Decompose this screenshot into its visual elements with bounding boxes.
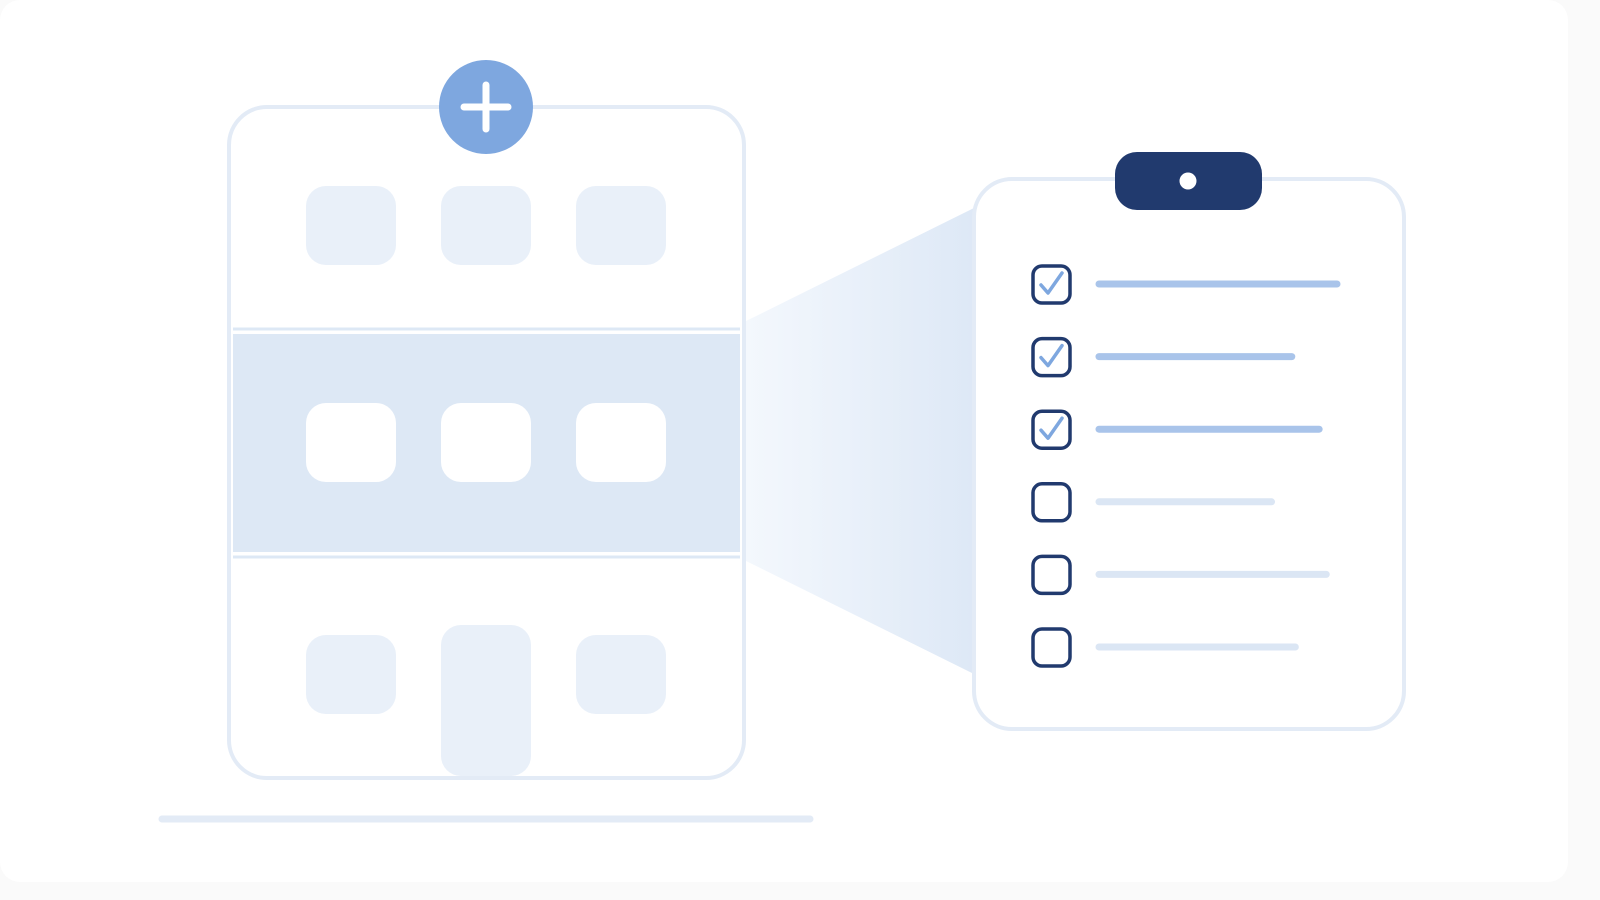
building-windows	[306, 186, 666, 776]
checkbox-empty-icon	[1031, 627, 1072, 668]
checklist-item	[1031, 627, 1299, 668]
checklist-item	[1031, 409, 1323, 450]
building-window	[306, 403, 396, 482]
checklist-item	[1031, 264, 1341, 305]
zoom-beam	[744, 206, 978, 676]
hospital-building	[227, 105, 746, 780]
building-window	[306, 635, 396, 714]
checkbox-empty-icon	[1031, 554, 1072, 596]
building-window	[441, 186, 531, 265]
building-window	[576, 403, 666, 482]
checkbox-checked-icon	[1031, 264, 1072, 305]
clipboard-clip-icon	[1115, 152, 1262, 210]
checkbox-checked-icon	[1031, 336, 1072, 378]
checkbox-empty-icon	[1031, 482, 1072, 523]
building-window	[576, 635, 666, 714]
checklist-item	[1031, 336, 1296, 378]
building-window	[576, 186, 666, 265]
checklist-item	[1031, 554, 1330, 596]
checkbox-checked-icon	[1031, 409, 1072, 450]
building-door	[441, 625, 531, 776]
checklist-clipboard	[972, 152, 1406, 731]
building-window	[441, 403, 531, 482]
checklist-items	[1031, 264, 1341, 668]
plus-icon	[439, 60, 533, 154]
building-window	[306, 186, 396, 265]
checklist-item	[1031, 482, 1276, 523]
